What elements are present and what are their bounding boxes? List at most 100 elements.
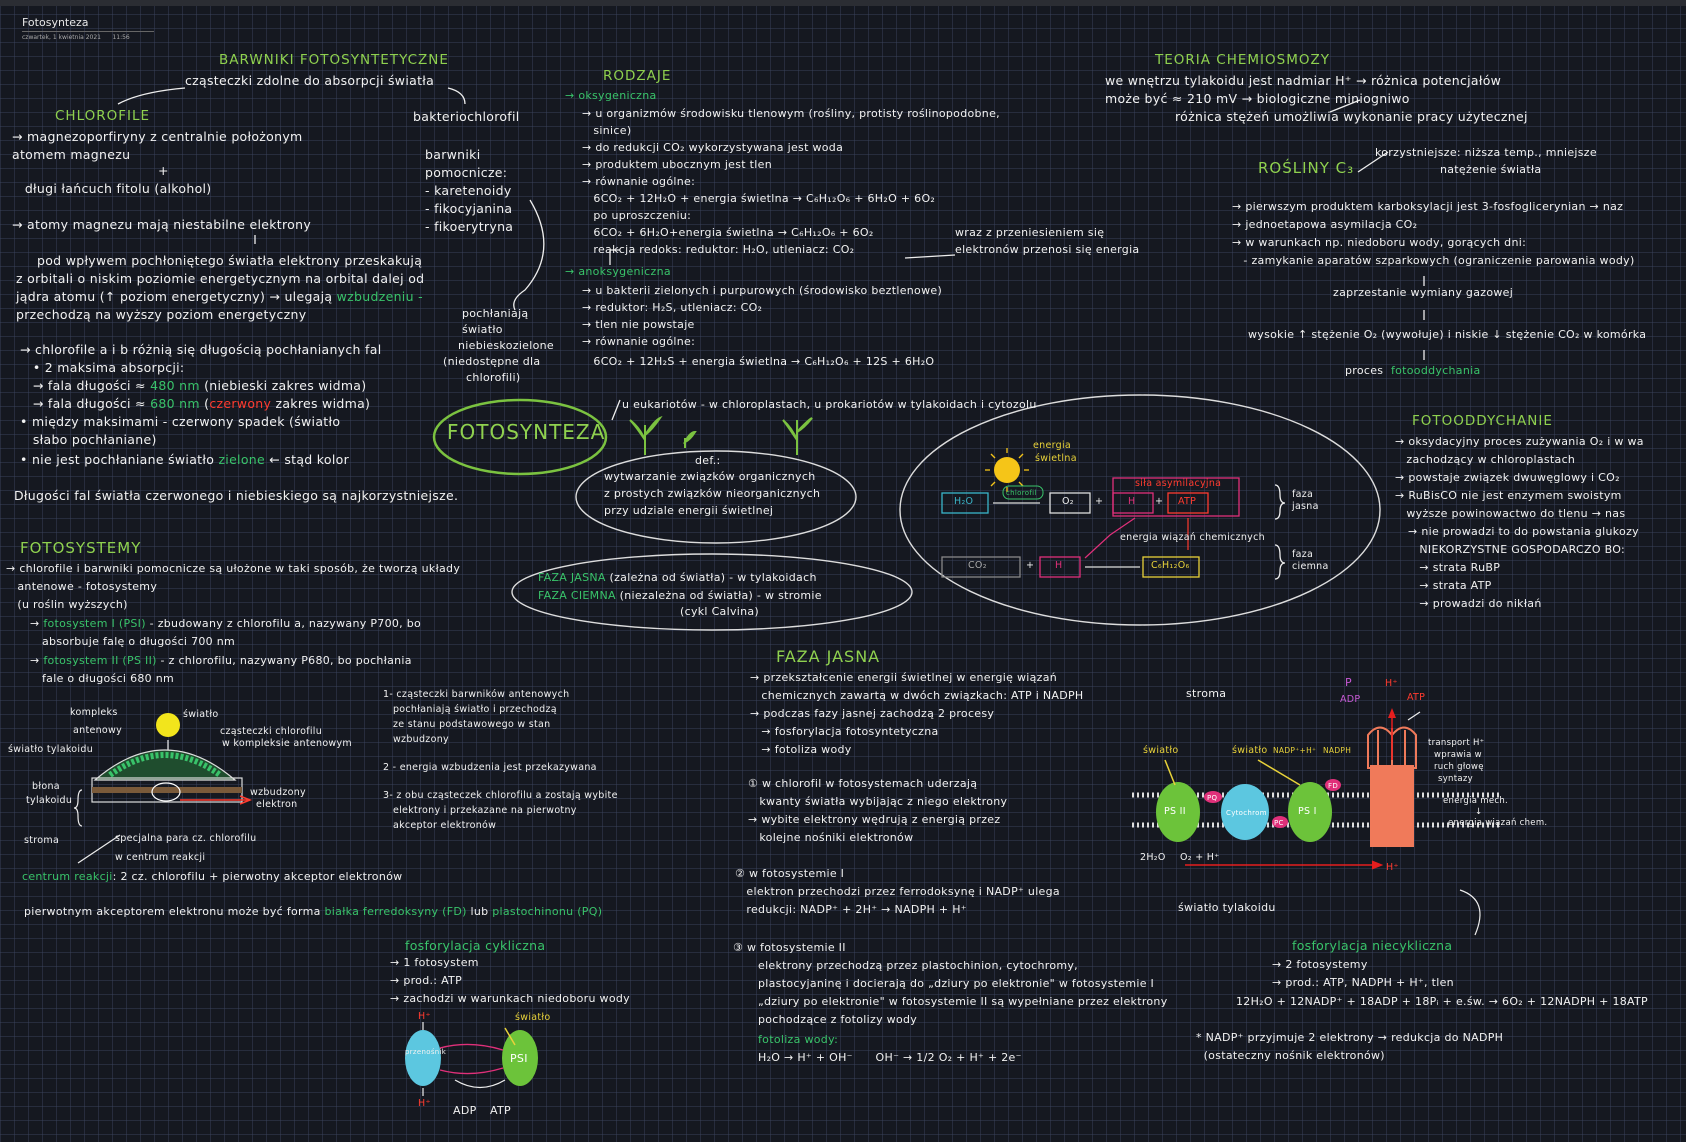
plastoquinone: plastochinonu (PQ) — [492, 905, 603, 918]
noncyclic-title: fosforylacja niecykliczna — [1292, 938, 1453, 953]
reaction-center-word: centrum reakcji — [22, 870, 113, 883]
step-3b: elektrony i przekazane na pierwotny — [383, 805, 577, 816]
pigment-line-3: długi łańcuch fitolu (alkohol) — [12, 181, 212, 196]
definition-line-1: wytwarzanie związków organicznych — [604, 470, 816, 483]
aux-item-3: - fikoerytryna — [425, 219, 514, 234]
ferredoxin: białka ferredoksyny (FD) — [324, 905, 467, 918]
membrane-nadph: NADPH — [1323, 746, 1352, 755]
schema-energy-1: energia — [1033, 440, 1072, 451]
schema-energy-2: świetlna — [1035, 453, 1077, 464]
photosystems-line-3: (u roślin wyższych) — [6, 598, 128, 611]
c3-line-7: proces fotooddychania — [1345, 363, 1481, 378]
schema-h2o: H₂O — [954, 496, 974, 507]
diagram-membrane-light: światło tylakoidu — [8, 744, 94, 755]
page-date: czwartek, 1 kwietnia 2021 11:56 — [22, 34, 130, 41]
schema-o2: O₂ — [1062, 496, 1074, 507]
wave1-label: → fala długości ≈ — [20, 378, 146, 393]
bacteriochlorophyll: bakteriochlorofil — [413, 109, 520, 124]
cyclic-carrier: przenośnik — [405, 1048, 447, 1056]
light-line-3: → podczas fazy jasnej zachodzą 2 procesy — [750, 707, 995, 720]
dark-phase-line: FAZA CIEMNA (niezależna od światła) - w … — [538, 588, 822, 603]
aux-note-4: (niedostępne dla — [443, 355, 541, 368]
title-underline — [22, 31, 154, 32]
anoxy-line-2: → reduktor: H₂S, utleniacz: CO₂ — [582, 301, 763, 314]
pigment-line-2: atomem magnezu — [12, 147, 131, 162]
photoresp-line-6: → nie prowadzi to do powstania glukozy — [1408, 525, 1639, 538]
oxy-line-9: reakcja redoks: reduktor: H₂O, utleniacz… — [582, 243, 855, 256]
mech-2: ↓ — [1475, 807, 1483, 817]
calvin-cycle: (cykl Calvina) — [680, 605, 760, 618]
primary-or: lub — [466, 905, 493, 918]
schema-plus-1: + — [1095, 496, 1104, 507]
definition-oval — [575, 450, 857, 544]
schema-light-1: faza — [1292, 489, 1314, 500]
membrane-pq: PQ — [1207, 794, 1218, 802]
pigment-line-15: • nie jest pochłaniane światło zielone ←… — [20, 451, 349, 468]
c3-note-2: natężenie światła — [1440, 163, 1542, 176]
oxy-line-4: → produktem ubocznym jest tlen — [582, 158, 772, 171]
step3-line-4: „dziury po elektronie" w fotosystemie II… — [758, 995, 1168, 1008]
oxy-line-3: → do redukcji CO₂ wykorzystywana jest wo… — [582, 141, 844, 154]
step-1c: ze stanu podstawowego w stan — [383, 719, 551, 730]
pigment-line-7: jądra atomu (↑ poziom energetyczny) → ul… — [16, 288, 423, 305]
anoxy-line-5: 6CO₂ + 12H₂S + energia świetlna → C₆H₁₂O… — [582, 355, 935, 368]
photoresp-line-4: → RuBisCO nie jest enzymem swoistym — [1395, 489, 1622, 502]
cyclic-adp: ADP — [453, 1104, 477, 1117]
pigment-line-8: przechodzą na wyższy poziom energetyczny — [16, 307, 307, 322]
pigment-line-16: Długości fal światła czerwonego i niebie… — [14, 488, 459, 503]
photosystem-diagram — [73, 713, 253, 864]
pigment-line-13: • między maksimami - czerwony spadek (św… — [20, 414, 341, 429]
step1-line-3: → wybite elektrony wędrują z energią prz… — [748, 813, 1001, 826]
aux-title-2: pomocnicze: — [425, 165, 508, 180]
membrane-pc: PC — [1274, 819, 1284, 827]
anoxy-line-4: → równanie ogólne: — [582, 335, 696, 348]
membrane-o2: O₂ + H⁺ — [1180, 852, 1220, 863]
membrane-ps2: PS II — [1164, 806, 1186, 817]
membrane-ps1: PS I — [1298, 806, 1317, 817]
step-1a: 1- cząsteczki barwników antenowych — [383, 689, 570, 700]
pigment-line-9: → chlorofile a i b różnią się długością … — [20, 342, 382, 357]
photolysis-title: fotoliza wody: — [758, 1033, 839, 1046]
schema-co2: CO₂ — [968, 560, 987, 571]
schema-atp: ATP — [1178, 496, 1197, 507]
sprout-icons — [629, 415, 813, 455]
transport-3: ruch głowę — [1434, 762, 1484, 772]
step3-line-1: ③ w fotosystemie II — [733, 941, 846, 954]
noncyclic-note-1: * NADP⁺ przyjmuje 2 elektrony → redukcja… — [1196, 1031, 1504, 1044]
chemiosmosis-title: TEORIA CHEMIOSMOZY — [1155, 52, 1330, 68]
cyclic-title: fosforylacja cykliczna — [405, 938, 546, 953]
schema-bond-energy: energia wiązań chemicznych — [1120, 532, 1265, 543]
time-text: 11:56 — [112, 34, 130, 41]
cyclic-light: światło — [515, 1012, 551, 1023]
oxy-line-5: → równanie ogólne: — [582, 175, 696, 188]
ps2-line: → fotosystem II (PS II) - z chlorofilu, … — [30, 654, 412, 667]
aux-note-3: niebieskozielone — [458, 339, 554, 352]
step1-line-1: ① w chlorofil w fotosystemach uderzają — [748, 777, 978, 790]
dark-phase-name: FAZA CIEMNA — [538, 589, 616, 602]
membrane-light-1: światło — [1143, 745, 1179, 756]
pigment-line-1: → magnezoporfiryny z centralnie położony… — [12, 129, 303, 144]
pigments-subtitle: cząsteczki zdolne do absorpcji światła — [185, 73, 435, 88]
schema-glucose: C₆H₁₂O₆ — [1151, 560, 1190, 571]
diagram-membrane-2: tylakoidu — [26, 795, 73, 806]
pigment-line-14: słabo pochłaniane) — [20, 432, 157, 447]
center-title: FOTOSYNTEZA — [447, 420, 606, 444]
cyclic-ps1: PSI — [510, 1052, 528, 1065]
step-1d: wzbudzony — [383, 734, 449, 745]
cyclic-atp: ATP — [490, 1104, 511, 1117]
anoxygenic-label: → anoksygeniczna — [565, 265, 671, 278]
chemiosmosis-line-2: może być ≈ 210 mV → biologiczne miniogni… — [1105, 91, 1410, 106]
redox-note-1: wraz z przeniesieniem się — [955, 226, 1105, 239]
pigment-line-7-text: jądra atomu (↑ poziom energetyczny) → ul… — [16, 289, 333, 304]
photoresp-line-10: → prowadzi do nikłań — [1408, 597, 1542, 610]
noncyclic-line-1: → 2 fotosystemy — [1272, 958, 1368, 971]
c3-line-3: → w warunkach np. niedoboru wody, gorący… — [1232, 236, 1527, 249]
cyclic-line-1: → 1 fotosystem — [390, 956, 479, 969]
wave2-rest: zakres widma) — [271, 396, 371, 411]
aux-item-1: - karetenoidy — [425, 183, 512, 198]
membrane-light-2: światło — [1232, 745, 1268, 756]
definition-line-3: przy udziale energii świetlnej — [604, 504, 774, 517]
aux-title-1: barwniki — [425, 147, 481, 162]
redox-note-2: elektronów przenosi się energia — [955, 243, 1140, 256]
